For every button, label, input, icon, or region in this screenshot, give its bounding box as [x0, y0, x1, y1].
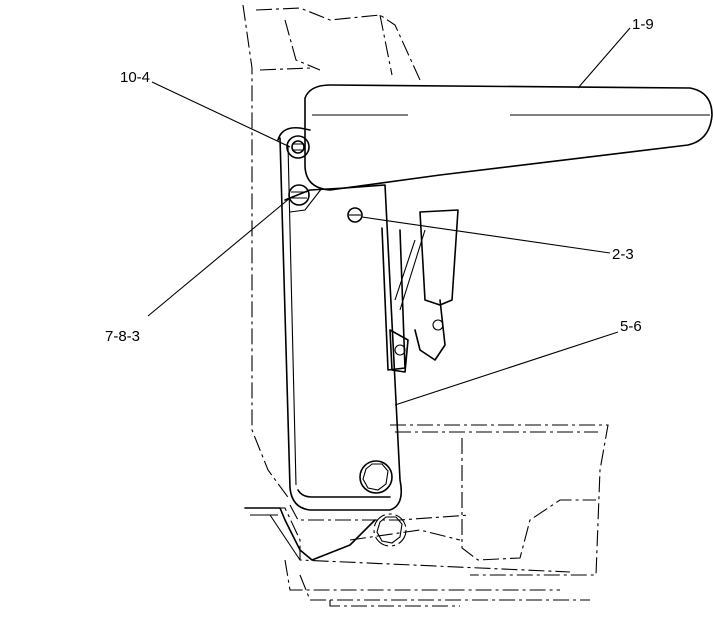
callout-handle: 1-9: [632, 16, 654, 33]
callout-top-bolt: 10-4: [120, 69, 150, 86]
pivot-bolt: [288, 184, 310, 206]
callout-pin: 2-3: [612, 246, 634, 263]
background-housing: [242, 4, 609, 607]
handle: [289, 84, 713, 213]
lower-bracket: [244, 507, 376, 561]
top-bolt: [286, 135, 310, 159]
bottom-nut: [373, 513, 407, 547]
lower-nut: [359, 460, 393, 494]
main-plate: [277, 126, 403, 511]
pin: [347, 207, 363, 223]
callout-plate: 5-6: [620, 318, 642, 335]
callout-pivot-bolt: 7-8-3: [105, 328, 140, 345]
linkage-assembly: [381, 209, 459, 373]
leader-lines: [147, 27, 631, 406]
